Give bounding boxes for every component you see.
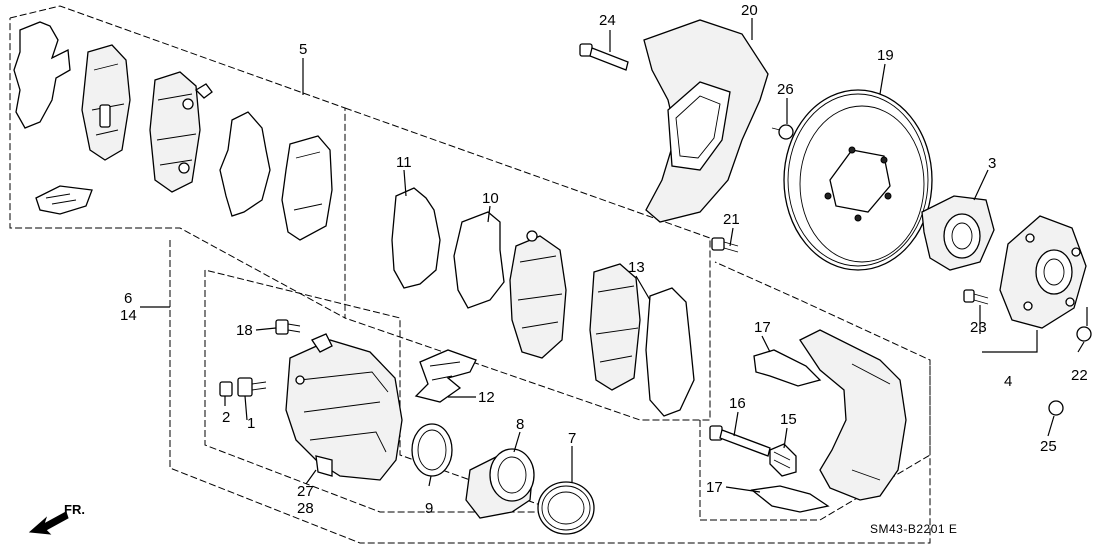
shim-13 [645, 287, 695, 417]
brake-disc-19 [783, 89, 933, 271]
callout-27: 27 [297, 483, 314, 500]
callout-2: 2 [222, 409, 230, 426]
bolt-23 [963, 289, 989, 305]
dust-shield-20 [643, 19, 769, 223]
bolt-21 [711, 237, 739, 253]
outer-shim-left [13, 21, 71, 129]
callout-25: 25 [1040, 438, 1057, 455]
callout-1: 1 [247, 415, 255, 432]
callout-23: 23 [970, 319, 987, 336]
pad-left-2 [149, 71, 213, 193]
callout-21: 21 [723, 211, 740, 228]
caliper-bracket [799, 329, 907, 501]
leader-lines [140, 18, 1088, 493]
shim-left-3 [219, 111, 271, 217]
callout-8: 8 [516, 416, 524, 433]
callout-22: 22 [1071, 367, 1088, 384]
pad-set-outline-inner [344, 107, 711, 421]
pad-left-1 [81, 44, 131, 161]
callout-9: 9 [425, 500, 433, 517]
shim-10 [453, 211, 505, 309]
hub-flange [999, 215, 1087, 329]
caliper-body [285, 333, 403, 481]
callout-18: 18 [236, 322, 253, 339]
callout-6: 6 [124, 290, 132, 307]
callout-12: 12 [478, 389, 495, 406]
shim-left-4 [281, 135, 333, 241]
pad-13 [589, 263, 641, 391]
callout-labels: 1 2 3 4 5 6 14 7 8 9 10 11 12 13 15 16 1… [120, 2, 1088, 517]
callout-13: 13 [628, 259, 645, 276]
callout-7: 7 [568, 430, 576, 447]
nut-25 [1048, 400, 1064, 416]
callout-5: 5 [299, 41, 307, 58]
callout-17-top: 17 [754, 319, 771, 336]
front-direction-arrow: FR. [28, 502, 85, 535]
bleeder-screw [219, 377, 267, 397]
bolt-22 [1076, 326, 1092, 342]
boot-15 [769, 443, 797, 477]
front-direction-label: FR. [64, 502, 85, 517]
callout-16: 16 [729, 395, 746, 412]
bolt-24 [579, 43, 629, 71]
callout-28: 28 [297, 500, 314, 517]
callout-10: 10 [482, 190, 499, 207]
callout-24: 24 [599, 12, 616, 29]
callout-20: 20 [741, 2, 758, 19]
anti-rattle-clip-17-top [753, 349, 822, 387]
guide-pin-16 [709, 425, 771, 457]
anti-rattle-clip-17-bottom [750, 485, 830, 513]
callout-19: 19 [877, 47, 894, 64]
callout-14: 14 [120, 307, 137, 324]
hub-bearing-3 [921, 195, 995, 271]
grease-packet [35, 185, 93, 215]
shim-11 [391, 187, 441, 289]
callout-3: 3 [988, 155, 996, 172]
pad-center [509, 230, 567, 359]
piston-8 [465, 448, 535, 519]
callout-26: 26 [777, 81, 794, 98]
callout-4: 4 [1004, 373, 1012, 390]
callout-15: 15 [780, 411, 797, 428]
diagram-code: SM43-B2201 E [870, 522, 957, 536]
boot-7 [537, 481, 595, 535]
caliper-outline-6-14 [169, 240, 931, 544]
screw-26 [771, 124, 794, 140]
callout-17-bottom: 17 [706, 479, 723, 496]
piston-seal-9 [411, 423, 453, 477]
pad-clip-12 [414, 349, 477, 403]
callout-11: 11 [396, 154, 412, 171]
bracket-outline [699, 360, 931, 521]
bolt-18 [275, 319, 301, 335]
